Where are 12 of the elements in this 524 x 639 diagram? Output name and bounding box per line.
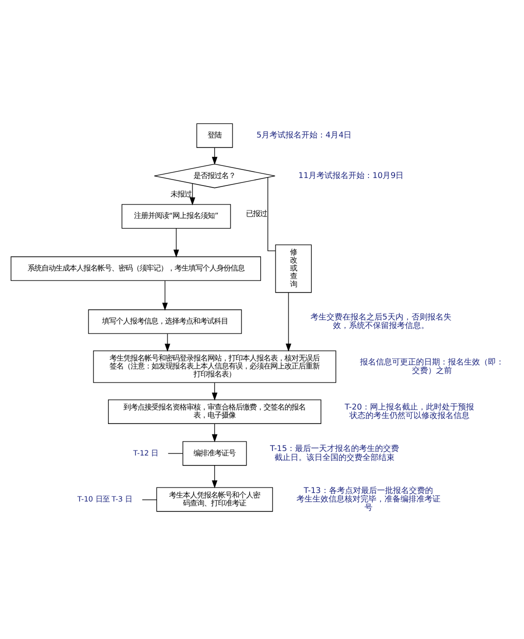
arrow — [212, 146, 218, 164]
arrow — [164, 332, 170, 352]
connector — [268, 176, 276, 251]
arrow — [162, 280, 168, 310]
arrow — [190, 182, 196, 205]
arrow — [212, 464, 218, 488]
arrow — [286, 292, 292, 352]
arrow — [212, 382, 218, 400]
connector — [168, 452, 183, 454]
arrow — [212, 422, 218, 442]
arrow — [173, 228, 180, 258]
connector — [142, 498, 157, 500]
